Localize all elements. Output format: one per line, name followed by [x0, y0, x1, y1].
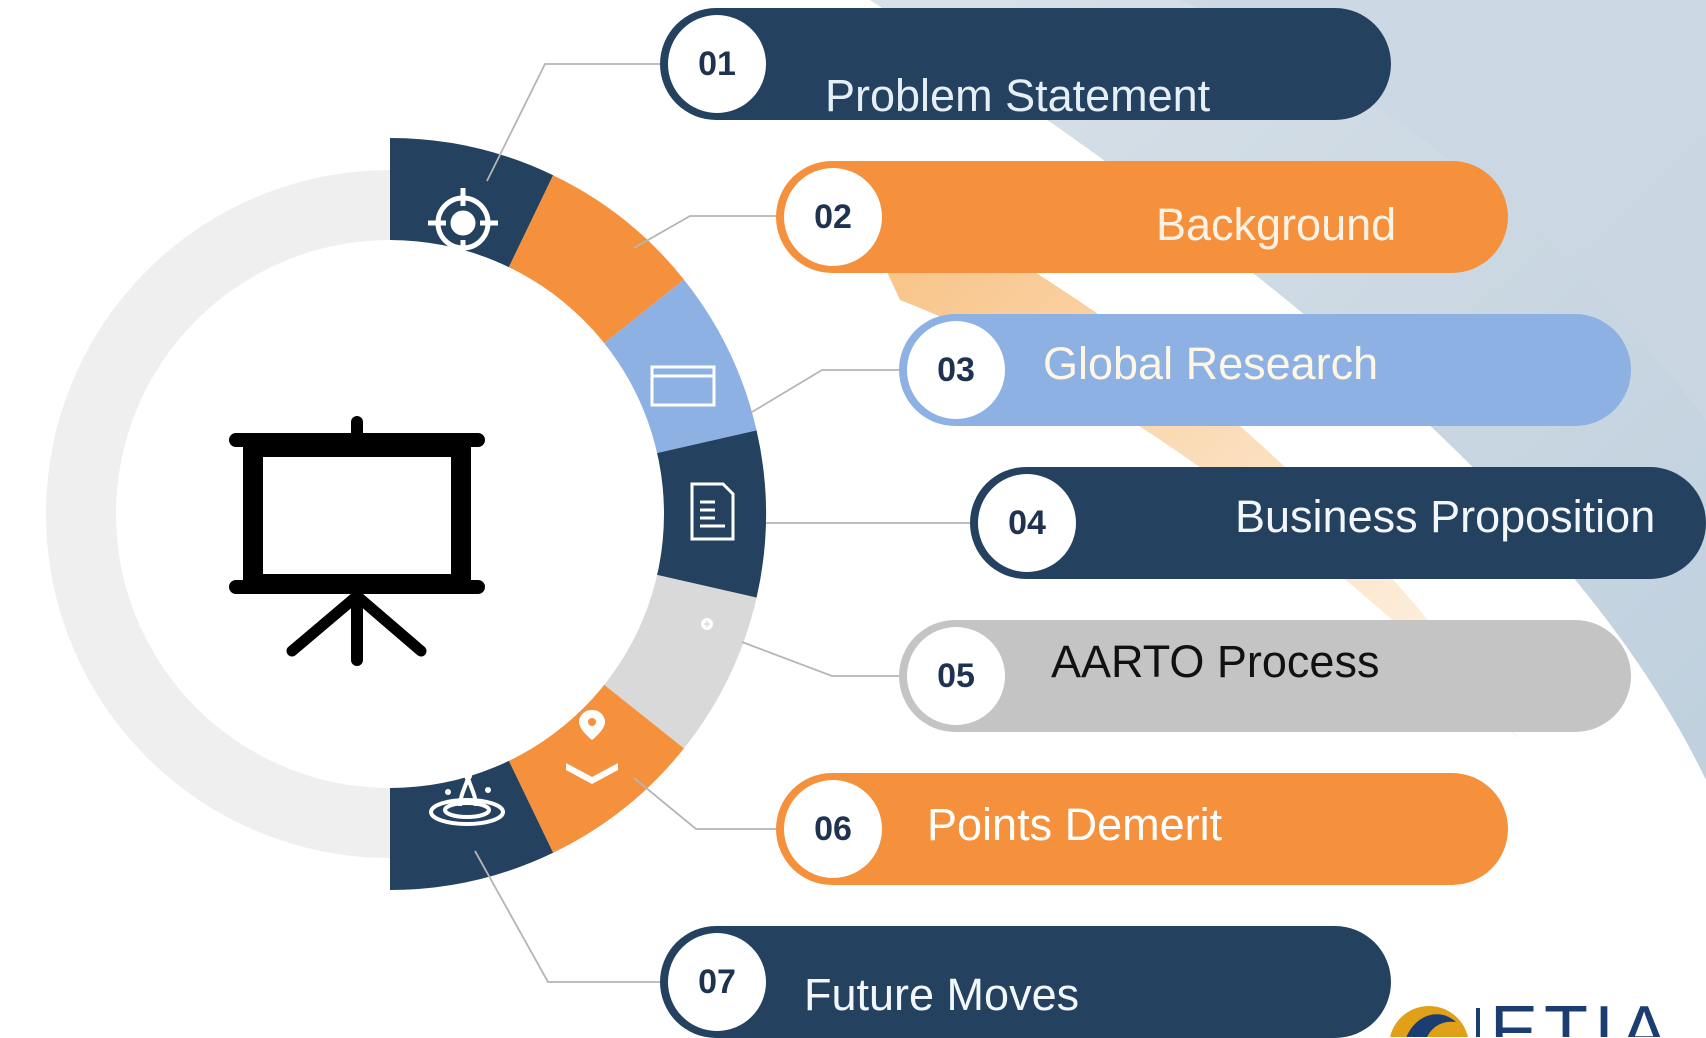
plus-dot-icon: [701, 618, 713, 630]
item-label: Problem Statement: [825, 70, 1211, 121]
eagle-logo-icon: ETIA: [1390, 998, 1674, 1037]
item-label: Global Research: [1043, 338, 1379, 389]
item-label: Business Proposition: [1235, 491, 1656, 542]
target-icon: [428, 188, 498, 258]
item-number: 01: [698, 44, 736, 83]
agenda-item-07[interactable]: 07 Future Moves: [660, 926, 1391, 1038]
connector-line-02: [633, 215, 778, 249]
number-badge: 04: [978, 474, 1076, 572]
document-icon: [690, 482, 735, 541]
map-pin-icon: [566, 710, 618, 784]
connector-line-05: [741, 641, 902, 677]
item-number: 06: [814, 809, 852, 848]
item-number: 03: [937, 350, 975, 389]
item-number: 05: [937, 656, 975, 695]
item-label: Background: [1156, 199, 1397, 250]
ring-segment-01[interactable]: [390, 138, 554, 269]
agenda-item-05[interactable]: 05 AARTO Process: [899, 620, 1631, 732]
agenda-item-02[interactable]: 02 Background: [776, 161, 1508, 273]
item-label: Future Moves: [804, 969, 1080, 1020]
agenda-item-04[interactable]: 04 Business Proposition: [970, 467, 1706, 579]
number-badge: 02: [784, 168, 882, 266]
connector-line-06: [633, 777, 778, 830]
number-badge: 05: [907, 627, 1005, 725]
item-number: 02: [814, 197, 852, 236]
window-icon: [650, 365, 716, 407]
ring-segment-04[interactable]: [655, 430, 766, 598]
number-badge: 07: [668, 933, 766, 1031]
connector-line-03: [751, 369, 902, 413]
connector-line-01: [486, 63, 662, 182]
number-badge: 03: [907, 321, 1005, 419]
item-label: AARTO Process: [1051, 636, 1380, 687]
logo-text: ETIA: [1490, 998, 1674, 1037]
connector-line-07: [474, 850, 662, 983]
presentation-board-icon: [229, 416, 485, 666]
item-number: 07: [698, 962, 736, 1001]
ring-segment-02[interactable]: [508, 175, 684, 345]
number-badge: 06: [784, 780, 882, 878]
agenda-item-01[interactable]: 01 Problem Statement: [660, 8, 1391, 121]
agenda-item-06[interactable]: 06 Points Demerit: [776, 773, 1508, 885]
item-number: 04: [1008, 503, 1046, 542]
water-drop-icon: [429, 771, 505, 826]
inner-disc: [116, 240, 664, 788]
ring-segment-05[interactable]: [602, 574, 757, 749]
agenda-item-03[interactable]: 03 Global Research: [899, 314, 1631, 426]
ring-segment-06[interactable]: [508, 683, 684, 853]
company-logo: ETIA: [1386, 998, 1706, 1037]
item-label: Points Demerit: [927, 799, 1223, 850]
number-badge: 01: [668, 15, 766, 113]
